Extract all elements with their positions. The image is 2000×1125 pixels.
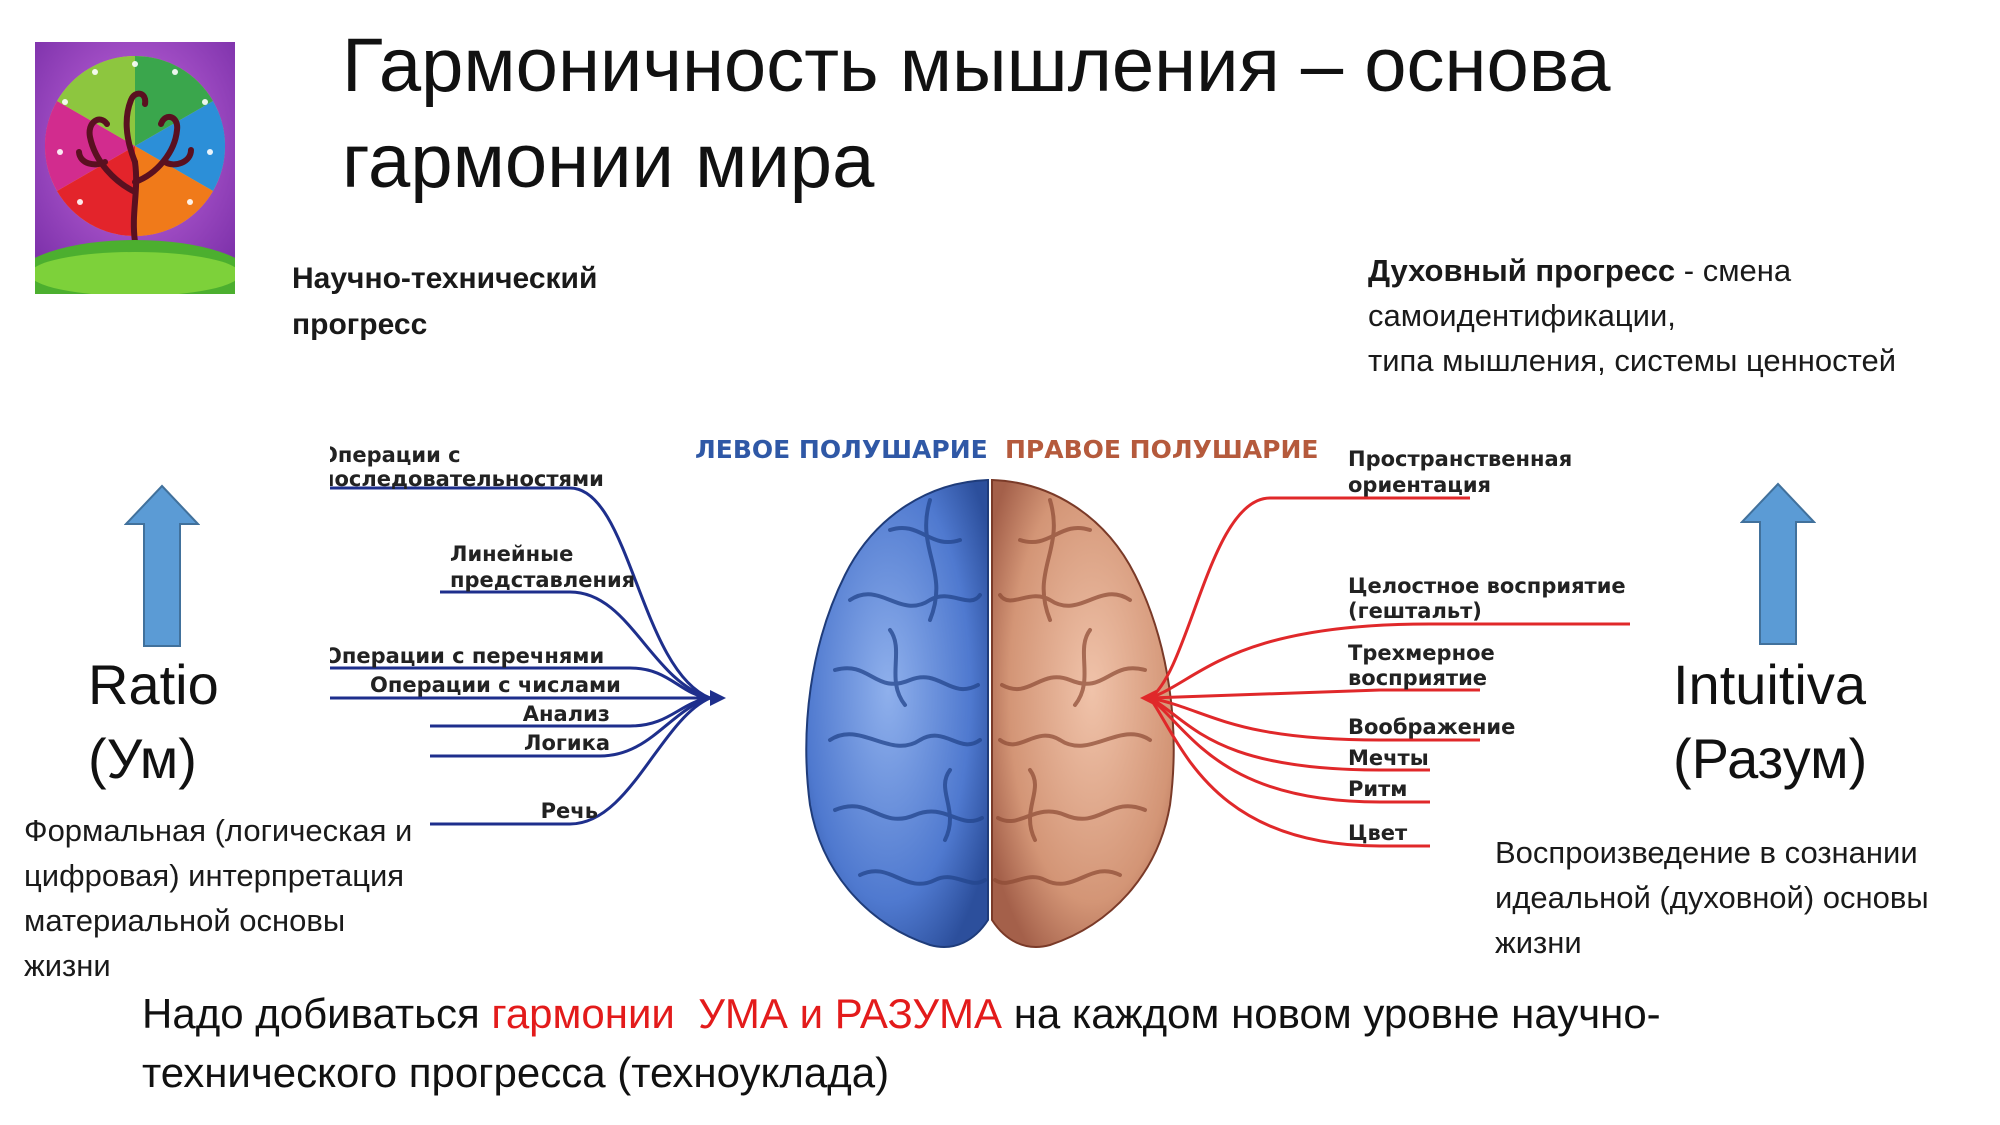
intuitiva-line-2: (Разум) bbox=[1673, 727, 1868, 790]
conclusion-part-1: Надо добиваться bbox=[142, 990, 492, 1037]
up-arrow-icon bbox=[1740, 482, 1816, 645]
spiritual-progress-line-2: самоидентификации, bbox=[1368, 298, 1676, 333]
brain-label-left: Операции с числами bbox=[370, 673, 621, 697]
ratio-line-1: Ratio bbox=[88, 653, 219, 716]
right-brain-folds bbox=[993, 498, 1152, 886]
conclusion-part-2: на каждом новом уровне научно- bbox=[1002, 990, 1661, 1037]
brain-label-right: Трехмерное bbox=[1348, 641, 1495, 665]
title-line-2: гармонии мира bbox=[342, 119, 875, 204]
right-hemisphere-header: ПРАВОЕ ПОЛУШАРИЕ bbox=[1005, 435, 1318, 464]
right-connector-lines bbox=[1148, 496, 1630, 848]
ratio-description-line: Формальная (логическая и bbox=[24, 813, 413, 848]
brain-label-left: Речь bbox=[541, 799, 598, 823]
intuitiva-description: Воспроизведение в сознании идеальной (ду… bbox=[1495, 830, 1995, 965]
ratio-line-2: (Ум) bbox=[88, 727, 197, 790]
brain-label-left: последовательностями bbox=[330, 467, 604, 491]
intuitiva-description-line: жизни bbox=[1495, 925, 1582, 960]
ratio-description-line: жизни bbox=[24, 948, 111, 983]
scientific-progress-line-1: Научно-технический bbox=[292, 262, 598, 295]
brain-label-right: Мечты bbox=[1348, 746, 1429, 770]
brain-label-right: Целостное восприятие bbox=[1348, 574, 1626, 598]
left-connector-point bbox=[710, 690, 726, 706]
scientific-progress-label: Научно-технический прогресс bbox=[292, 256, 597, 348]
conclusion-highlight: гармонии УМА и РАЗУМА bbox=[491, 990, 1003, 1037]
left-brain-folds bbox=[828, 498, 987, 886]
tree-of-life-logo bbox=[35, 42, 235, 294]
brain-label-left: Операции с bbox=[330, 443, 461, 467]
conclusion-text: Надо добиваться гармонии УМА и РАЗУМА на… bbox=[142, 984, 1661, 1102]
intuitiva-description-line: Воспроизведение в сознании bbox=[1495, 835, 1918, 870]
brain-label-right: Ритм bbox=[1348, 777, 1407, 801]
spiritual-progress-rest: - смена bbox=[1675, 253, 1792, 288]
up-arrow-icon bbox=[124, 484, 200, 647]
ratio-description: Формальная (логическая и цифровая) интер… bbox=[24, 808, 494, 988]
slide-title: Гармоничность мышления – основа гармонии… bbox=[342, 18, 1902, 210]
ratio-description-line: цифровая) интерпретация bbox=[24, 858, 405, 893]
brain-label-left: Логика bbox=[524, 731, 610, 755]
spiritual-progress-line-3: типа мышления, системы ценностей bbox=[1368, 343, 1897, 378]
brain-label-left: представления bbox=[450, 568, 635, 592]
brain-label-right: Цвет bbox=[1348, 821, 1408, 845]
ratio-label: Ratio (Ум) bbox=[88, 648, 219, 796]
left-hemisphere-header: ЛЕВОЕ ПОЛУШАРИЕ bbox=[695, 435, 988, 464]
spiritual-progress-label: Духовный прогресс - смена самоидентифика… bbox=[1368, 248, 1896, 383]
intuitiva-label: Intuitiva (Разум) bbox=[1673, 648, 1867, 796]
ratio-description-line: материальной основы bbox=[24, 903, 346, 938]
right-connector-point bbox=[1140, 690, 1156, 706]
brain-hemispheres-figure: ЛЕВОЕ ПОЛУШАРИЕ ПРАВОЕ ПОЛУШАРИЕ bbox=[330, 435, 1630, 948]
spiritual-progress-title: Духовный прогресс bbox=[1368, 253, 1676, 288]
brain-label-left: Операции с перечнями bbox=[330, 644, 604, 668]
scientific-progress-line-2: прогресс bbox=[292, 308, 428, 341]
brain-label-right: (гештальт) bbox=[1348, 599, 1482, 623]
intuitiva-description-line: идеальной (духовной) основы bbox=[1495, 880, 1929, 915]
intuitiva-line-1: Intuitiva bbox=[1673, 653, 1866, 716]
brain-label-right: ориентация bbox=[1348, 473, 1491, 497]
brain-label-right: Воображение bbox=[1348, 715, 1515, 739]
brain-label-left: Анализ bbox=[523, 702, 610, 726]
left-connector-lines bbox=[330, 486, 711, 826]
brain-label-right: восприятие bbox=[1348, 666, 1487, 690]
title-line-1: Гармоничность мышления – основа bbox=[342, 23, 1611, 108]
conclusion-line-2: технического прогресса (техноуклада) bbox=[142, 1049, 890, 1096]
brain-label-left: Линейные bbox=[450, 542, 573, 566]
brain-label-right: Пространственная bbox=[1348, 447, 1572, 471]
